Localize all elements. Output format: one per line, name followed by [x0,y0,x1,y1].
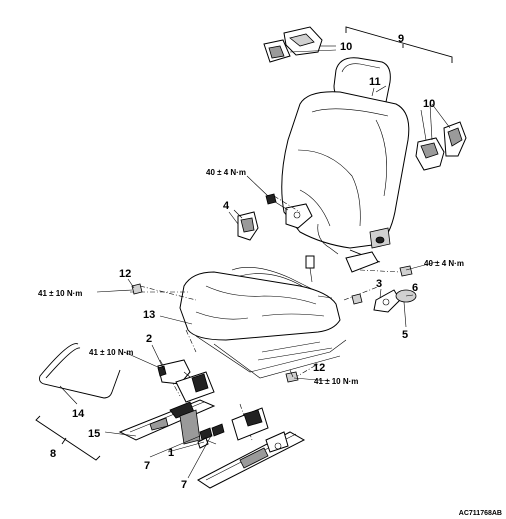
callout-10-right: 10 [423,98,435,110]
callout-12-left: 12 [119,268,131,280]
torque-front-left-bolt: 41 ± 10 N·m [38,289,82,298]
callout-2: 2 [146,333,152,345]
recliner-cover [233,209,259,241]
bracket-8 [35,415,101,461]
side-cover-top [263,26,337,63]
callout-7-right: 7 [181,479,187,491]
clips-and-harness [197,423,225,449]
callout-6: 6 [412,282,418,294]
callout-12-right: 12 [313,362,325,374]
seat-wire [39,343,121,399]
callout-4: 4 [223,200,230,212]
callout-8: 8 [50,448,56,460]
callout-5: 5 [402,329,408,341]
handle [157,359,197,385]
seat-slide-left [118,371,216,445]
recliner-bracket [265,193,313,229]
torque-center-bolt: 41 ± 10 N·m [89,348,133,357]
bolts [131,265,413,383]
seat-slide-right [197,407,306,489]
callout-11: 11 [369,76,381,88]
side-cover-right [415,103,467,171]
callout-labels: 1 2 3 4 5 6 7 7 8 9 10 10 11 12 12 13 14… [50,33,435,491]
torque-labels: 40 ± 4 N·m 40 ± 4 N·m 41 ± 10 N·m 41 ± 1… [38,168,464,386]
callout-9: 9 [398,33,404,45]
callout-15: 15 [88,428,100,440]
leader-lines [59,87,437,479]
seat-frame [195,335,347,379]
seatback [281,91,410,273]
callout-10-top: 10 [340,41,352,53]
bracket-9 [345,26,453,63]
figure-code: AC711768AB [459,510,502,517]
callout-7-left: 7 [144,460,150,472]
torque-recliner-bolt: 40 ± 4 N·m [206,168,246,177]
callout-13: 13 [143,309,155,321]
torque-front-right-bolt: 41 ± 10 N·m [314,377,358,386]
callout-14: 14 [72,408,85,420]
callout-3: 3 [376,278,382,290]
torque-rear-right-bolt: 40 ± 4 N·m [424,259,464,268]
callout-1: 1 [168,447,174,459]
seat-cushion [179,255,341,341]
